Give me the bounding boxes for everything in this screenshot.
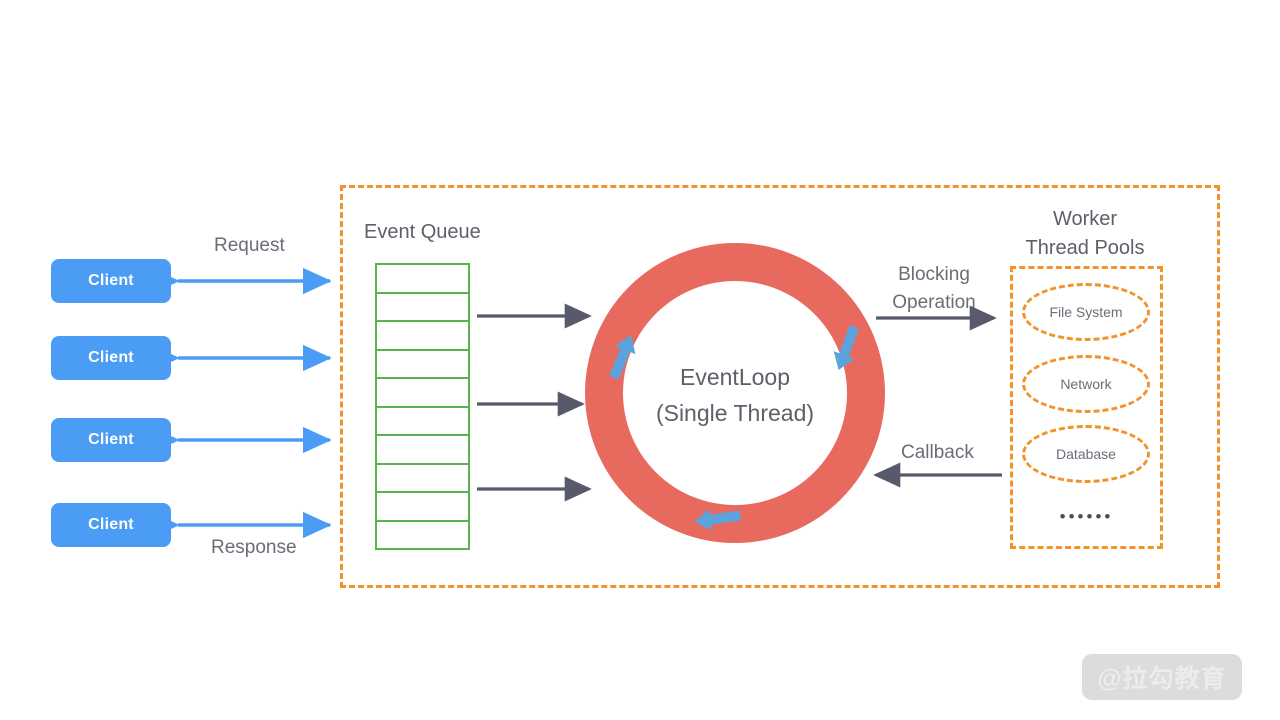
client-label: Client: [88, 516, 134, 533]
pool-more-indicator: ••••••: [1059, 507, 1114, 526]
pool-label: Database: [1056, 446, 1116, 462]
server-boundary: [340, 185, 1220, 588]
request-label: Request: [214, 235, 285, 256]
callback-label: Callback: [901, 442, 974, 463]
worker-pools-container: [1010, 266, 1163, 549]
client-label: Client: [88, 431, 134, 448]
event-loop-line-1: EventLoop: [680, 364, 790, 390]
response-label: Response: [211, 537, 297, 558]
blocking-operation-line-1: Blocking: [898, 264, 970, 285]
loop-arrow-up-left: [609, 335, 636, 380]
pool-label: Network: [1060, 376, 1112, 392]
queue-cell: [377, 322, 468, 351]
client-box-1[interactable]: Client: [51, 259, 171, 303]
pool-file-system[interactable]: File System: [1022, 283, 1150, 341]
queue-cell: [377, 294, 468, 322]
callback-arrow: [873, 462, 1002, 488]
queue-cell: [377, 436, 468, 465]
client-label: Client: [88, 349, 134, 366]
loop-direction-arrows: [609, 325, 860, 531]
queue-cell: [377, 522, 468, 549]
queue-cell: [377, 265, 468, 294]
watermark: @拉勾教育: [1082, 654, 1242, 700]
worker-pools-title-line-1: Worker: [1052, 208, 1118, 230]
blocking-operation-arrow: [876, 305, 997, 331]
loop-arrow-left-bottom: [694, 508, 741, 531]
queue-cell: [377, 379, 468, 408]
client-label: Client: [88, 272, 134, 289]
client-box-4[interactable]: Client: [51, 503, 171, 547]
event-loop-line-2: (Single Thread): [655, 399, 815, 426]
client-box-3[interactable]: Client: [51, 418, 171, 462]
queue-to-loop-arrows: [477, 303, 592, 502]
queue-cell: [377, 351, 468, 379]
client-arrows: [150, 267, 332, 539]
pool-label: File System: [1049, 304, 1123, 320]
event-queue-title: Event Queue: [364, 221, 481, 243]
loop-arrow-down-right: [833, 325, 860, 370]
pool-network[interactable]: Network: [1022, 355, 1150, 413]
blocking-operation-label: Blocking Operation: [865, 261, 1003, 316]
event-loop-label: EventLoop (Single Thread): [585, 360, 885, 431]
queue-cell: [377, 493, 468, 522]
queue-cell: [377, 465, 468, 493]
worker-thread-pools-title: Worker Thread Pools: [1000, 205, 1170, 263]
pool-database[interactable]: Database: [1022, 425, 1150, 483]
watermark-text: @拉勾教育: [1097, 665, 1227, 693]
event-queue: [375, 263, 470, 550]
blocking-operation-line-2: Operation: [892, 291, 976, 313]
worker-pools-title-line-2: Thread Pools: [1025, 237, 1145, 259]
client-box-2[interactable]: Client: [51, 336, 171, 380]
queue-cell: [377, 408, 468, 436]
